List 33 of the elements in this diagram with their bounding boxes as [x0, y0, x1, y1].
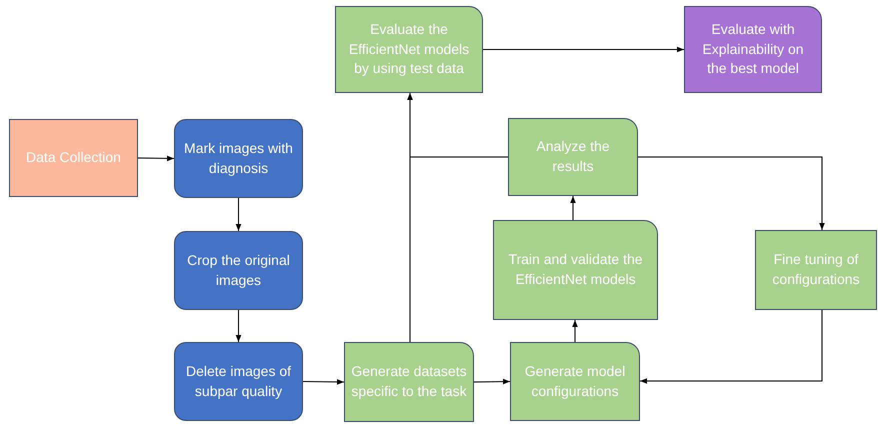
arrow: [572, 320, 578, 342]
arrow: [482, 46, 684, 52]
step-label: Evaluate with Explainability on the best model: [701, 20, 805, 78]
process-box: [684, 6, 822, 93]
arrow: [302, 379, 344, 385]
process-box: [9, 119, 138, 197]
arrow: [138, 156, 174, 162]
process-box: [493, 220, 658, 320]
step-label: Crop the original images: [186, 250, 291, 290]
arrow: [407, 92, 508, 158]
process-box: [335, 6, 483, 93]
step-label: Data Collection: [25, 148, 122, 168]
process-box: [508, 118, 638, 196]
step-label: Train and validate the EfficientNet models: [507, 250, 644, 289]
process-box: [755, 230, 877, 310]
process-box: [174, 342, 303, 421]
step-label: Fine tuning of configurations: [771, 250, 861, 289]
step-label: Evaluate the EfficientNet models by using test data: [348, 20, 470, 78]
arrow: [640, 310, 822, 384]
process-box: [344, 342, 474, 422]
arrow: [638, 156, 825, 230]
step-label: Analyze the results: [535, 137, 611, 176]
step-label: Generate model configurations: [524, 362, 626, 401]
step-label: Delete images of subpar quality: [184, 362, 292, 401]
process-box: [174, 231, 303, 310]
arrow: [236, 310, 242, 342]
arrow: [474, 378, 510, 384]
arrow: [570, 196, 576, 220]
step-label: Mark images with diagnosis: [183, 138, 294, 178]
arrow: [236, 198, 242, 232]
process-box: [174, 119, 303, 198]
step-label: Generate datasets specific to the task: [350, 362, 468, 401]
process-box: [510, 342, 640, 421]
